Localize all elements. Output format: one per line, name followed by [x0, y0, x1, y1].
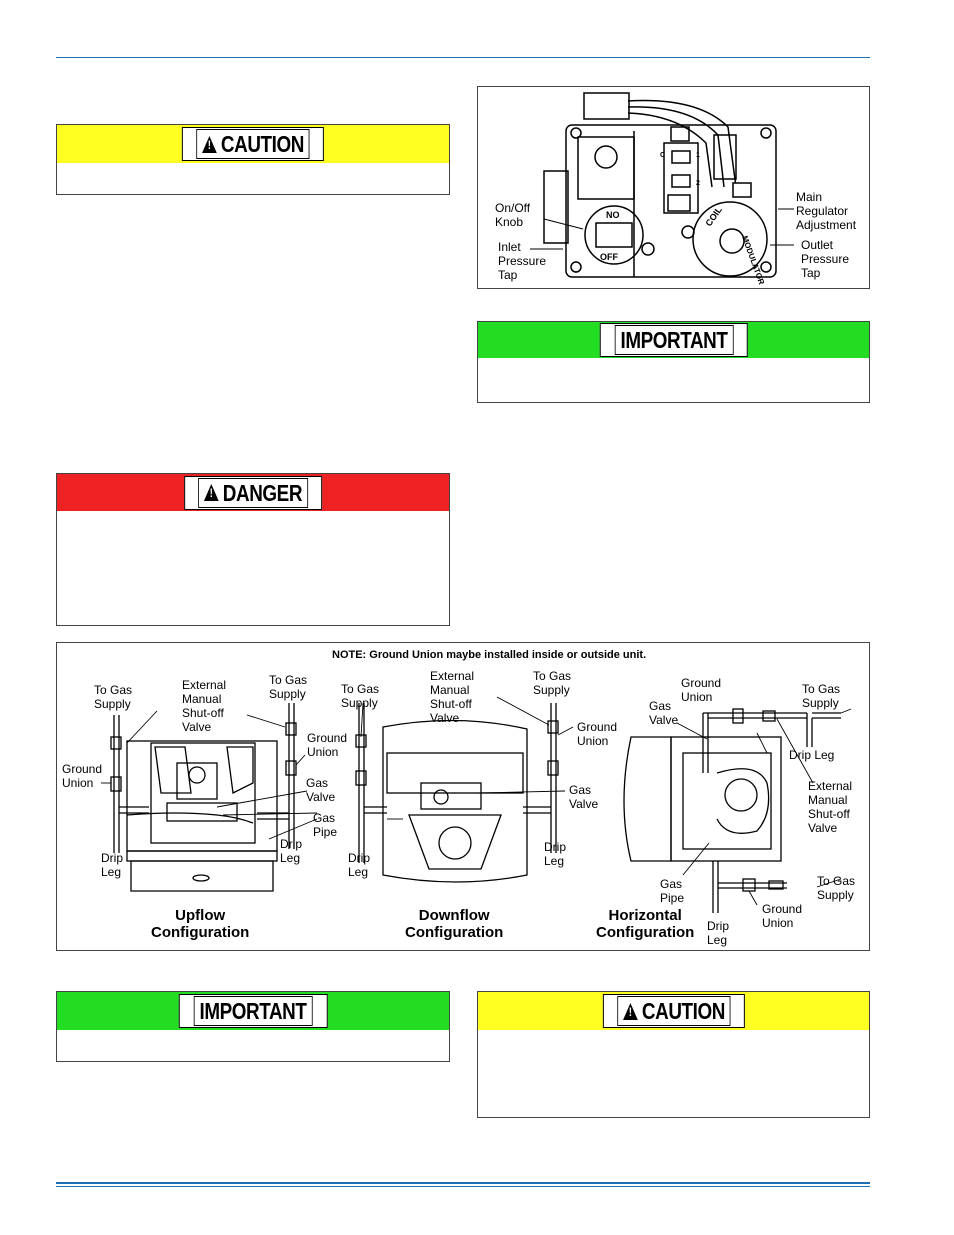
horizontal-to-gas-supply-bottom: To Gas Supply: [817, 874, 856, 902]
upflow-to-gas-supply-left: To Gas Supply: [94, 683, 133, 711]
upflow-gas-valve: Gas Valve: [306, 776, 336, 804]
important-label-2: IMPORTANT: [199, 998, 307, 1024]
knob-no-text: NO: [606, 210, 620, 220]
upflow-drip-leg-left: Drip Leg: [101, 851, 124, 879]
caution-badge: CAUTION: [181, 127, 325, 161]
inlet-tap-label: Inlet Pressure Tap: [498, 240, 547, 282]
gas-valve-figure: NO OFF COIL MODULATOR C 1 2 On/Off Knob …: [477, 86, 870, 289]
danger-banner: DANGER: [57, 474, 449, 511]
important-banner: IMPORTANT: [478, 322, 869, 358]
horizontal-ground-union-top: Ground Union: [681, 676, 722, 704]
knob-off-text: OFF: [600, 252, 618, 262]
upflow-ground-union-left: Ground Union: [62, 762, 103, 790]
outlet-tap-label: Outlet Pressure Tap: [801, 238, 850, 280]
horizontal-title: Horizontal Configuration: [596, 907, 695, 941]
important-box: IMPORTANT: [477, 321, 870, 403]
downflow-gas-valve: Gas Valve: [569, 783, 599, 811]
horizontal-external-valve: External Manual Shut-off Valve: [808, 779, 853, 835]
caution-banner-2: CAUTION: [478, 992, 869, 1030]
mp-text: C: [660, 152, 665, 159]
upflow-ground-union-right: Ground Union: [307, 731, 348, 759]
main-regulator-label: Main Regulator Adjustment: [796, 190, 857, 232]
important-box-2: IMPORTANT: [56, 991, 450, 1062]
horizontal-drip-leg-top: Drip Leg: [789, 748, 835, 762]
figure-note: NOTE: Ground Union maybe installed insid…: [332, 649, 647, 661]
piping-drawing: [101, 696, 852, 913]
danger-box: DANGER: [56, 473, 450, 626]
warning-triangle-icon: [202, 135, 217, 153]
warning-triangle-icon: [622, 1002, 638, 1020]
upflow-title: Upflow Configuration: [151, 907, 250, 941]
danger-label: DANGER: [222, 479, 303, 506]
caution-label: CAUTION: [220, 131, 304, 157]
horizontal-ground-union-bottom: Ground Union: [762, 902, 803, 930]
n1-text: 1: [696, 152, 700, 159]
downflow-to-gas-supply-left: To Gas Supply: [341, 682, 380, 710]
horizontal-drip-leg-bottom: Drip Leg: [707, 919, 730, 947]
horizontal-gas-pipe: Gas Pipe: [660, 877, 685, 905]
downflow-ground-union: Ground Union: [577, 720, 618, 748]
upflow-external-valve: External Manual Shut-off Valve: [182, 678, 227, 734]
footer-rule: [56, 1182, 870, 1184]
upflow-to-gas-supply-right: To Gas Supply: [269, 673, 308, 701]
downflow-drip-leg-right: Drip Leg: [544, 840, 567, 868]
important-badge: IMPORTANT: [599, 323, 748, 357]
caution-box: CAUTION: [56, 124, 450, 195]
footer-rule-thin: [56, 1186, 870, 1187]
warning-triangle-icon: [203, 484, 219, 501]
downflow-to-gas-supply-right: To Gas Supply: [533, 669, 572, 697]
gas-piping-figure: NOTE: Ground Union maybe installed insid…: [56, 642, 870, 951]
downflow-title: Downflow Configuration: [405, 907, 504, 941]
caution-label-2: CAUTION: [641, 998, 725, 1024]
caution-banner: CAUTION: [57, 125, 449, 163]
upflow-drip-leg-right: Drip Leg: [280, 837, 303, 865]
horizontal-gas-valve: Gas Valve: [649, 699, 679, 727]
upflow-gas-pipe: Gas Pipe: [313, 811, 338, 839]
coil-text: COIL: [703, 204, 724, 228]
important-label: IMPORTANT: [619, 327, 728, 353]
header-rule: [56, 57, 870, 58]
downflow-drip-leg-left: Drip Leg: [348, 851, 371, 879]
important-banner-2: IMPORTANT: [57, 992, 449, 1030]
danger-badge: DANGER: [184, 475, 322, 510]
caution-badge-2: CAUTION: [602, 994, 745, 1028]
horizontal-to-gas-supply-top: To Gas Supply: [802, 682, 841, 710]
onoff-knob-label: On/Off Knob: [495, 201, 531, 229]
n2-text: 2: [696, 180, 700, 187]
important-badge-2: IMPORTANT: [178, 994, 328, 1028]
gas-valve-drawing: NO OFF COIL MODULATOR C 1 2: [530, 92, 794, 286]
caution-box-2: CAUTION: [477, 991, 870, 1118]
downflow-external-valve: External Manual Shut-off Valve: [430, 669, 475, 725]
modulator-text: MODULATOR: [740, 235, 766, 286]
